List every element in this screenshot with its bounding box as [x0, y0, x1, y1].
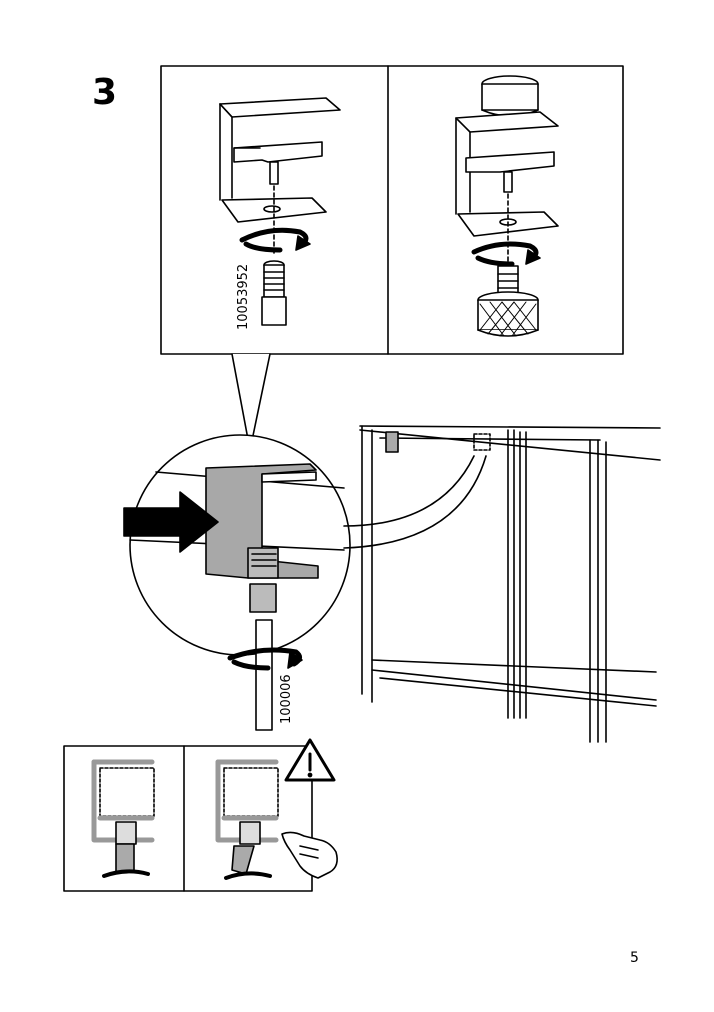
warning-icon: [284, 738, 336, 782]
shelf-unit: [359, 425, 661, 743]
detail-circle: [123, 434, 351, 656]
part-label-top: 10053952: [236, 264, 251, 330]
push-arrow-icon: [123, 491, 219, 553]
part-label-detail: 100006: [279, 674, 294, 724]
leg: [227, 619, 303, 731]
clamp-with-insert: [219, 97, 341, 326]
bottom-panel: [63, 745, 313, 892]
step-number: 3: [92, 72, 118, 113]
clamp-with-knob: [455, 75, 559, 337]
page-number: 5: [630, 950, 639, 966]
pointing-hand-icon: [281, 831, 338, 879]
